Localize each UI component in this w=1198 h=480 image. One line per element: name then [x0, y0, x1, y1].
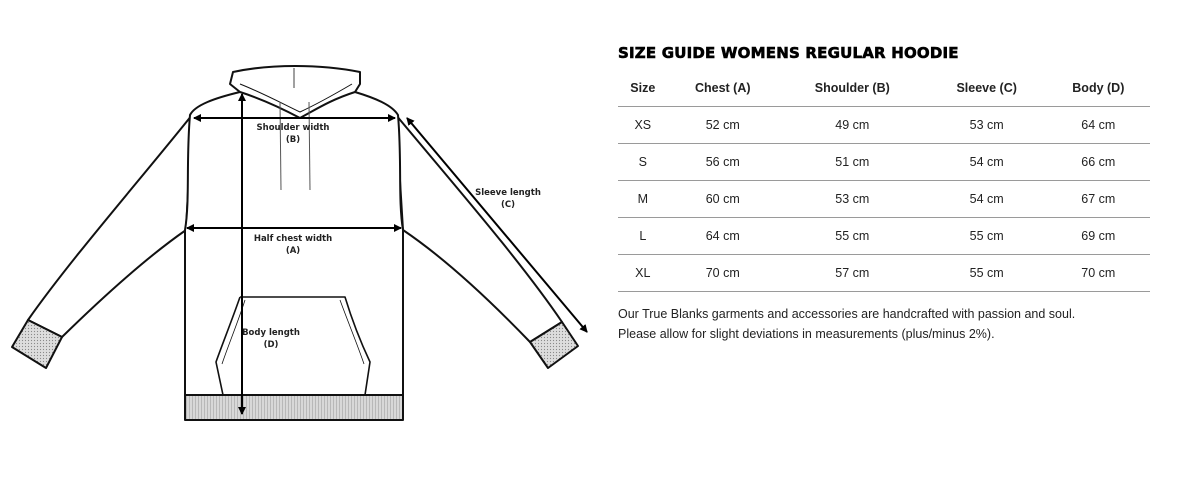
cell-size: XS	[618, 106, 668, 144]
cell-sleeve: 53 cm	[926, 106, 1047, 144]
cell-shoulder: 53 cm	[777, 180, 927, 218]
cell-size: M	[618, 180, 668, 218]
table-row: L 64 cm 55 cm 55 cm 69 cm	[618, 217, 1150, 255]
cell-chest: 70 cm	[667, 254, 778, 292]
measurement-arrows	[186, 93, 588, 415]
hoodie-measurement-diagram: Shoulder width (B) Half chest width (A) …	[11, 65, 588, 421]
table-header-row: Size Chest (A) Shoulder (B) Sleeve (C) B…	[618, 69, 1150, 107]
size-table: Size Chest (A) Shoulder (B) Sleeve (C) B…	[618, 69, 1150, 292]
half-chest-width-label: Half chest width	[254, 234, 332, 244]
header-shoulder: Shoulder (B)	[777, 69, 927, 107]
cell-body: 66 cm	[1046, 143, 1150, 181]
sleeve-length-code: (C)	[501, 200, 515, 210]
body-length-code: (D)	[264, 340, 279, 350]
shoulder-width-code: (B)	[286, 135, 300, 145]
table-row: M 60 cm 53 cm 54 cm 67 cm	[618, 180, 1150, 218]
cell-body: 64 cm	[1046, 106, 1150, 144]
shoulder-width-label: Shoulder width	[257, 123, 330, 133]
sleeve-length-label: Sleeve length	[475, 188, 541, 198]
half-chest-width-code: (A)	[286, 246, 300, 256]
cell-shoulder: 51 cm	[777, 143, 927, 181]
cell-size: L	[618, 217, 668, 255]
header-sleeve: Sleeve (C)	[926, 69, 1047, 107]
cell-chest: 64 cm	[667, 217, 778, 255]
table-row: S 56 cm 51 cm 54 cm 66 cm	[618, 143, 1150, 181]
note-line-2: Please allow for slight deviations in me…	[618, 327, 995, 341]
header-size: Size	[618, 69, 668, 107]
cell-body: 67 cm	[1046, 180, 1150, 218]
cell-chest: 60 cm	[667, 180, 778, 218]
header-body: Body (D)	[1046, 69, 1150, 107]
note-line-1: Our True Blanks garments and accessories…	[618, 307, 1076, 321]
cell-sleeve: 55 cm	[926, 254, 1047, 292]
cell-shoulder: 49 cm	[777, 106, 927, 144]
cell-body: 70 cm	[1046, 254, 1150, 292]
cell-sleeve: 54 cm	[926, 180, 1047, 218]
table-row: XL 70 cm 57 cm 55 cm 70 cm	[618, 254, 1150, 292]
measurement-note: Our True Blanks garments and accessories…	[618, 304, 1075, 344]
cell-body: 69 cm	[1046, 217, 1150, 255]
body-length-label: Body length	[242, 328, 300, 338]
size-guide-title: SIZE GUIDE WOMENS REGULAR HOODIE	[618, 44, 959, 63]
cell-size: S	[618, 143, 668, 181]
cell-sleeve: 54 cm	[926, 143, 1047, 181]
cell-size: XL	[618, 254, 668, 292]
cell-shoulder: 57 cm	[777, 254, 927, 292]
header-chest: Chest (A)	[667, 69, 778, 107]
table-row: XS 52 cm 49 cm 53 cm 64 cm	[618, 106, 1150, 144]
cell-shoulder: 55 cm	[777, 217, 927, 255]
cell-chest: 52 cm	[667, 106, 778, 144]
cell-sleeve: 55 cm	[926, 217, 1047, 255]
cell-chest: 56 cm	[667, 143, 778, 181]
